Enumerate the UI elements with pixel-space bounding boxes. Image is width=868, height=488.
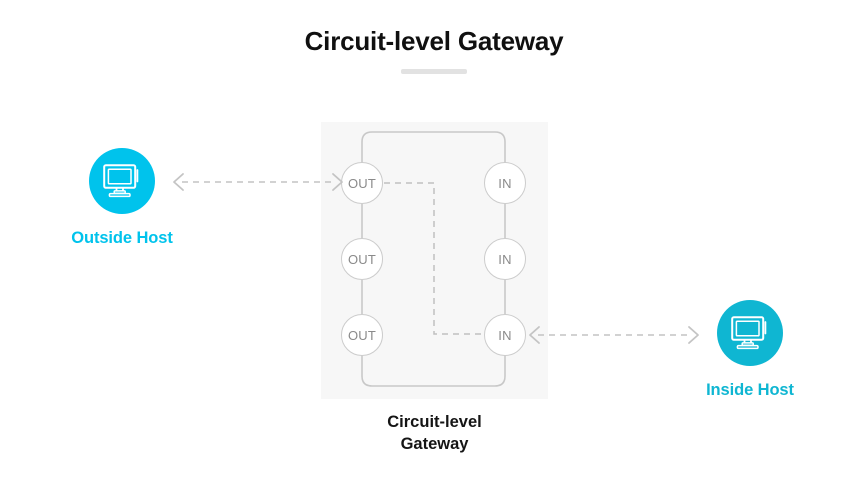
gateway-caption-line-2: Gateway (400, 435, 469, 453)
gateway-caption: Circuit-level Gateway (321, 411, 548, 455)
gateway-in-node-1[interactable]: IN (484, 162, 526, 204)
gateway-out-node-1[interactable]: OUT (341, 162, 383, 204)
gateway-out-node-3[interactable]: OUT (341, 314, 383, 356)
node-label: OUT (347, 327, 377, 343)
gateway-to-inside-host-arrow (529, 326, 699, 344)
gateway-in-node-2[interactable]: IN (484, 238, 526, 280)
gateway-caption-line-1: Circuit-level (387, 413, 482, 431)
outside-host-to-gateway-arrow (173, 173, 343, 191)
node-label: OUT (347, 175, 377, 191)
node-label: IN (498, 175, 512, 191)
page-title: Circuit-level Gateway (304, 26, 564, 56)
desktop-monitor-icon (103, 164, 139, 198)
node-label: IN (498, 251, 512, 267)
desktop-monitor-icon (731, 316, 767, 350)
outside-host-label: Outside Host (71, 229, 173, 247)
inside-host-node[interactable]: Inside Host (685, 300, 815, 400)
title-divider (401, 69, 467, 74)
outside-host-node[interactable]: Outside Host (57, 148, 187, 248)
gateway-in-node-3[interactable]: IN (484, 314, 526, 356)
outside-host-circle (89, 148, 155, 214)
inside-host-label: Inside Host (706, 381, 794, 399)
inside-host-circle (717, 300, 783, 366)
node-label: IN (498, 327, 512, 343)
node-label: OUT (347, 251, 377, 267)
gateway-circuit-lines (361, 131, 506, 387)
gateway-out-node-2[interactable]: OUT (341, 238, 383, 280)
